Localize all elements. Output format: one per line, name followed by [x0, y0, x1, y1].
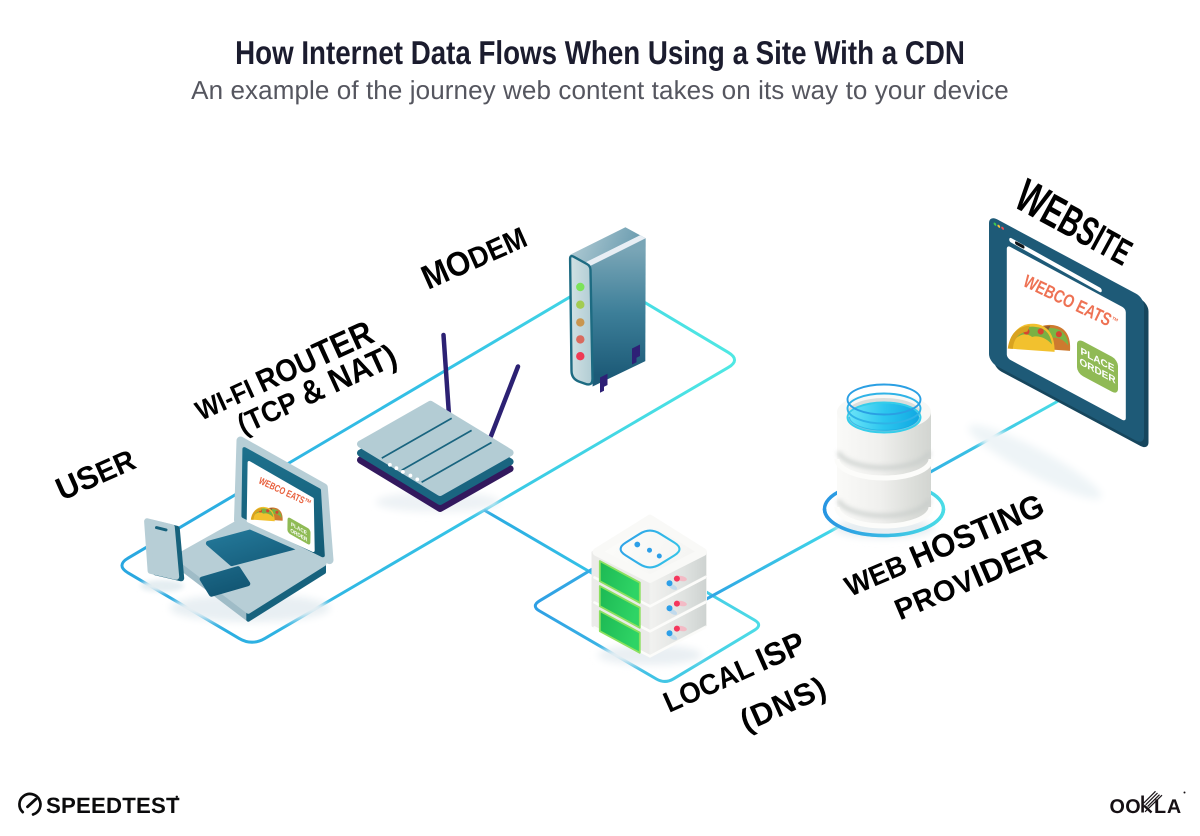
- svg-text:USER: USER: [50, 441, 140, 508]
- svg-text:LA: LA: [1154, 796, 1182, 818]
- svg-text:An example of the journey web: An example of the journey web content ta…: [191, 75, 1009, 105]
- svg-text:WEBSITE: WEBSITE: [1007, 168, 1143, 275]
- svg-text:SPEEDTEST: SPEEDTEST: [46, 793, 180, 818]
- svg-text:OO: OO: [1110, 796, 1142, 818]
- svg-text:MODEM: MODEM: [416, 218, 533, 298]
- svg-text:How Internet Data Flows When U: How Internet Data Flows When Using a Sit…: [235, 34, 965, 71]
